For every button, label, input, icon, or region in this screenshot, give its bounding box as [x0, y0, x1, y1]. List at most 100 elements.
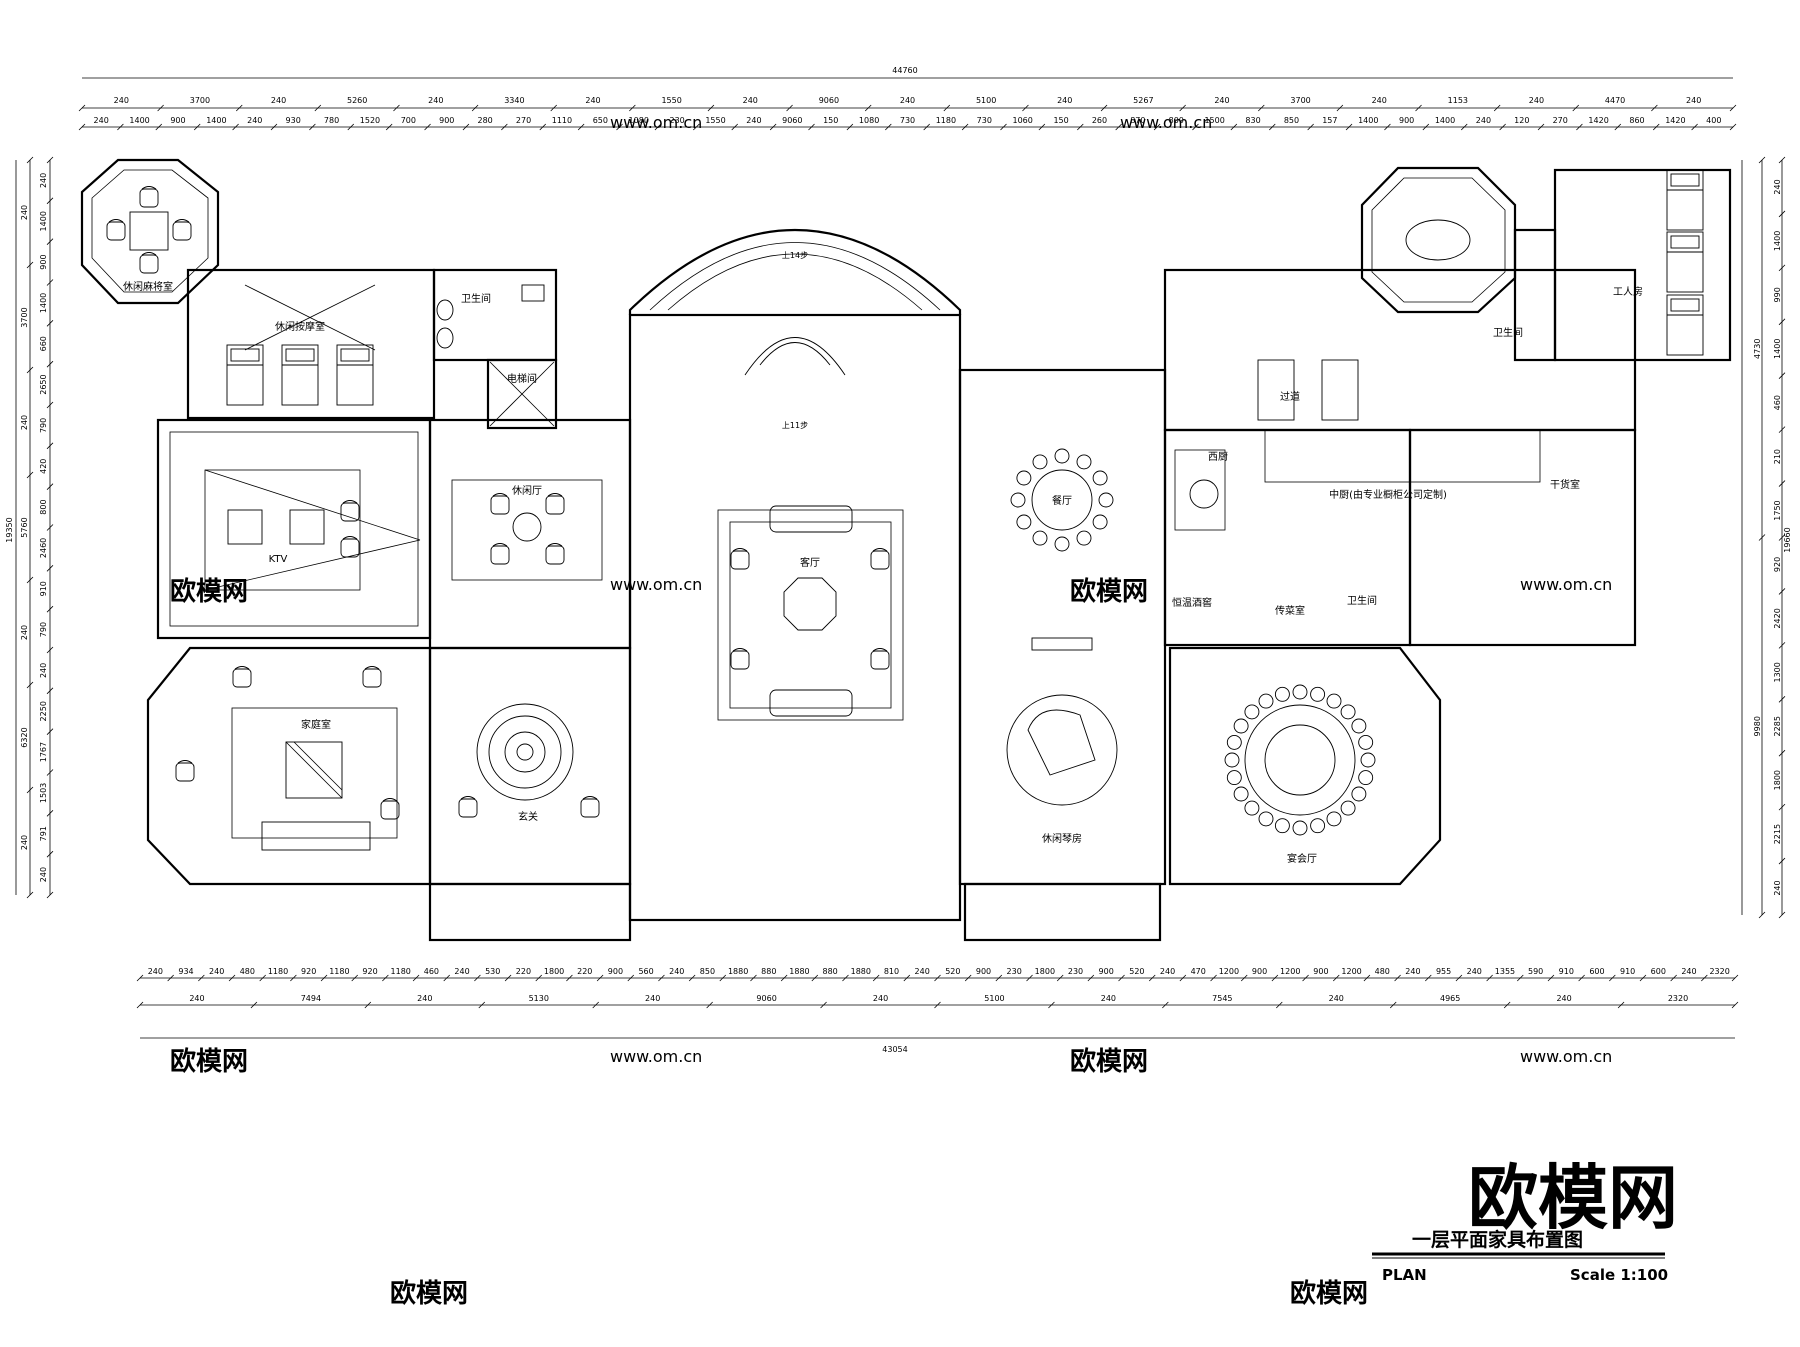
dimension-tick: [46, 238, 54, 245]
dimension-value: 900: [39, 254, 48, 269]
dimension-value: 1110: [552, 116, 572, 125]
dimension-tick: [1026, 974, 1033, 982]
dimension-value: 240: [873, 994, 888, 1003]
dimension-value: 230: [669, 116, 684, 125]
dimension-tick: [290, 974, 297, 982]
watermark-url: www.om.cn: [610, 575, 702, 594]
dimension-tick: [46, 769, 54, 776]
dimension-value: 270: [1553, 116, 1568, 125]
dimension-value: 7545: [1212, 994, 1232, 1003]
dimension-tick: [1778, 588, 1786, 595]
dimension-value: 1550: [705, 116, 725, 125]
chair: [1016, 470, 1032, 486]
scale-label: Scale 1:100: [1570, 1266, 1668, 1284]
dimension-tick: [26, 156, 34, 164]
dimension-tick: [550, 104, 557, 112]
dimension-value: 240: [1773, 880, 1782, 895]
dimension-tick: [1422, 123, 1430, 131]
dimension-value: 270: [516, 116, 531, 125]
dimension-tick: [382, 974, 389, 982]
chair: [1076, 454, 1092, 470]
dimension-value: 700: [401, 116, 416, 125]
dimension-tick: [719, 974, 727, 982]
dimension-tick: [1258, 104, 1265, 112]
dimension-value: 1400: [1773, 339, 1782, 359]
dimension-tick: [1162, 1001, 1169, 1009]
dimension-tick: [1547, 974, 1555, 982]
dimension-value: 860: [1629, 116, 1644, 125]
watermark-logo-large: 欧模网: [1468, 1157, 1678, 1239]
dimension-tick: [1148, 974, 1156, 982]
dimension-tick: [1179, 104, 1186, 112]
dimension-value: 920: [362, 967, 377, 976]
dimension-value: 240: [114, 96, 129, 105]
dimension-tick: [117, 123, 124, 131]
dimension-tick: [934, 974, 941, 982]
dimension-tick: [842, 974, 849, 982]
dimension-tick: [1332, 974, 1340, 982]
dimension-tick: [1486, 974, 1493, 982]
dimension-value: 1880: [789, 967, 809, 976]
dimension-tick: [1179, 974, 1187, 982]
chair: [1244, 800, 1260, 816]
dimension-value: 240: [20, 205, 29, 220]
dimension-value: 240: [1476, 116, 1491, 125]
dimension-tick: [923, 123, 930, 131]
watermark-url: www.om.cn: [1520, 575, 1612, 594]
dimension-value: 560: [638, 967, 653, 976]
dimension-value: 240: [209, 967, 224, 976]
chair: [1340, 704, 1356, 720]
chair: [1274, 818, 1290, 834]
watermark-logo: 欧模网: [1290, 1278, 1368, 1309]
dimension-tick: [364, 1001, 372, 1009]
dimension-tick: [26, 576, 34, 584]
dimension-value: 240: [1529, 96, 1544, 105]
dimension-tick: [462, 123, 470, 131]
chair: [1326, 693, 1342, 709]
dimension-value: 240: [189, 994, 204, 1003]
dimension-tick: [46, 483, 54, 490]
dimension-tick: [1276, 1001, 1283, 1009]
dimension-value: 260: [1092, 116, 1107, 125]
room-label-family: 家庭室: [301, 718, 331, 731]
dimension-value: 240: [645, 994, 660, 1003]
dimension-tick: [1118, 974, 1125, 982]
dimension-value: 850: [1284, 116, 1299, 125]
dimension-value: 1080: [859, 116, 879, 125]
dimension-tick: [46, 810, 54, 817]
dimension-tick: [412, 974, 420, 982]
dimension-value: 1520: [360, 116, 380, 125]
dimension-tick: [1691, 123, 1698, 131]
dimension-tick: [1210, 974, 1217, 982]
chair: [1054, 536, 1070, 552]
dimension-value: 240: [20, 625, 29, 640]
dimension-value: 1200: [1341, 967, 1361, 976]
dimension-value: 1300: [1773, 662, 1782, 682]
dimension-value: 910: [1620, 967, 1635, 976]
dimension-tick: [46, 565, 54, 572]
dimension-value: 280: [478, 116, 493, 125]
chair: [1054, 448, 1070, 464]
dimension-tick: [1670, 974, 1677, 982]
dimension-tick: [903, 974, 911, 982]
dimension-tick: [232, 123, 239, 131]
dimension-value: 220: [577, 967, 592, 976]
dimension-value: 910: [39, 581, 48, 596]
dimension-value: 240: [39, 867, 48, 882]
dimension-tick: [535, 974, 543, 982]
dimension-tick: [1038, 123, 1046, 131]
chair: [1233, 718, 1249, 734]
room-label-massage: 休闲按摩室: [275, 320, 325, 333]
dimension-value: 1500: [1204, 116, 1224, 125]
right-total-dim: 19660: [1783, 527, 1792, 552]
room-label-ktv: KTV: [269, 554, 288, 565]
room-label-leisure-hall: 休闲厅: [512, 484, 542, 497]
dimension-tick: [1336, 104, 1344, 112]
dimension-value: 240: [1773, 179, 1782, 194]
dimension-value: 900: [976, 967, 991, 976]
dimension-tick: [592, 1001, 599, 1009]
dimension-tick: [1455, 974, 1463, 982]
dimension-tick: [577, 123, 585, 131]
dimension-value: 5130: [529, 994, 549, 1003]
